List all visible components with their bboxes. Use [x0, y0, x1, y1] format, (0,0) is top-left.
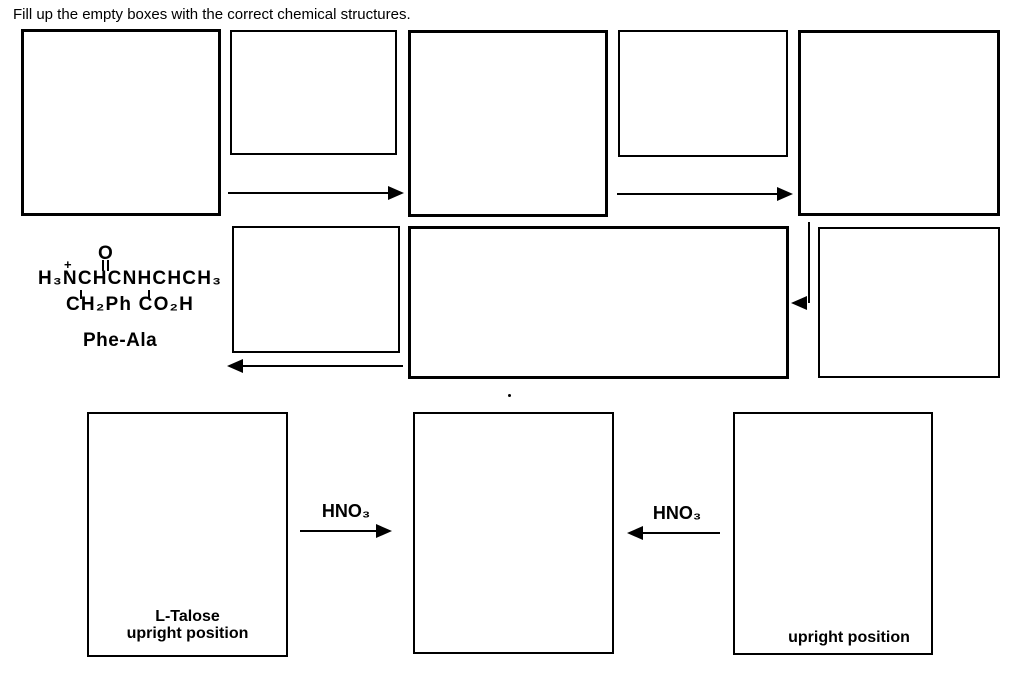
arrow-5-line: [642, 532, 720, 534]
answer-box-bottom-center: [413, 412, 614, 654]
ammonium-charge: +: [64, 257, 72, 272]
backbone-formula: H₃NCHCNHCHCH₃: [38, 268, 223, 289]
answer-box-5: [798, 30, 1000, 216]
answer-box-1: [21, 29, 221, 216]
single-bond-left: [80, 290, 82, 299]
upright-position-label: upright position: [788, 629, 910, 646]
stray-dot: [508, 394, 511, 397]
carbonyl-oxygen: O: [98, 243, 114, 264]
arrow-5-left-icon: [627, 526, 643, 540]
single-bond-right: [148, 290, 150, 299]
l-talose-label-line2: upright position: [126, 624, 249, 642]
arrow-4-line: [300, 530, 377, 532]
l-talose-label: L-Talose upright position: [91, 608, 284, 643]
hno3-label-right: HNO₃: [652, 503, 702, 523]
arrow-4-right-icon: [376, 524, 392, 538]
box-upright-right: upright position: [733, 412, 933, 655]
arrow-3-line: [242, 365, 403, 367]
answer-box-6: [232, 226, 400, 353]
answer-box-3: [408, 30, 608, 217]
answer-box-4: [618, 30, 788, 157]
hno3-label-left: HNO₃: [321, 501, 371, 521]
elbow-arrow-left-icon: [791, 296, 807, 310]
answer-box-8: [818, 227, 1000, 378]
instruction-text: Fill up the empty boxes with the correct…: [13, 6, 411, 23]
double-bond: [102, 260, 109, 271]
arrow-1-right-icon: [388, 186, 404, 200]
arrow-2-line: [617, 193, 779, 195]
box-l-talose: L-Talose upright position: [87, 412, 288, 657]
side-groups-formula: CH₂Ph CO₂H: [66, 294, 195, 315]
arrow-1-line: [228, 192, 390, 194]
arrow-2-right-icon: [777, 187, 793, 201]
elbow-arrow-line: [808, 222, 810, 303]
answer-box-2: [230, 30, 397, 155]
structure-name: Phe-Ala: [83, 330, 158, 351]
answer-box-7: [408, 226, 789, 379]
l-talose-label-line1: L-Talose: [155, 608, 220, 625]
arrow-3-left-icon: [227, 359, 243, 373]
